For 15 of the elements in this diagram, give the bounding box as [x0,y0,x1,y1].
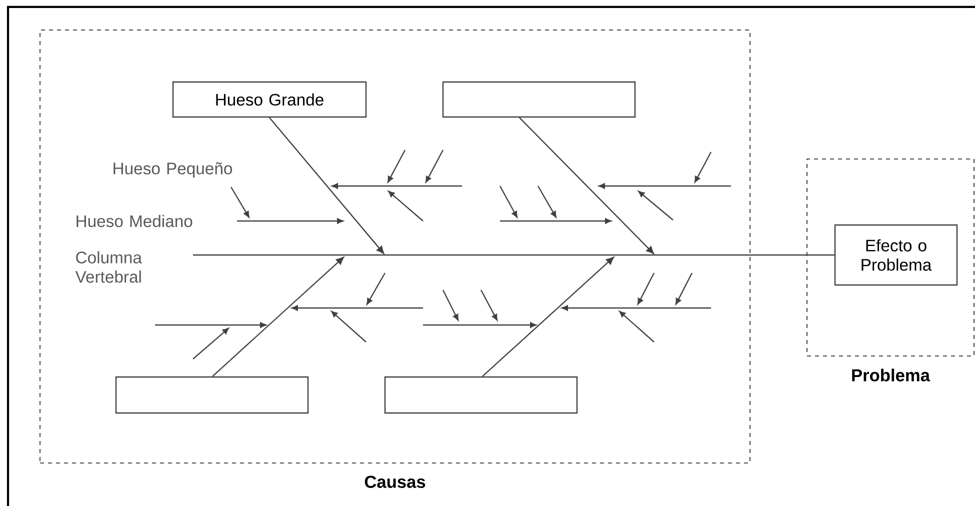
bone-label: Hueso Mediano [76,214,192,228]
spine-line [193,254,834,256]
bone-label: Columna Vertebral [75,251,142,283]
bone-arrow [482,256,614,377]
bone-arrow [518,117,654,254]
bone-label: Hueso Pequeño [114,162,232,178]
node-label: Problema [852,368,930,382]
text-box: Efecto o Problema [834,224,958,286]
empty-box [384,376,578,414]
empty-box [442,81,636,118]
text-box: Hueso Grande [172,81,367,118]
bone-arrow [212,256,344,377]
bone-arrow [268,117,384,254]
node-label: Causas [364,476,426,488]
empty-box [115,376,309,414]
